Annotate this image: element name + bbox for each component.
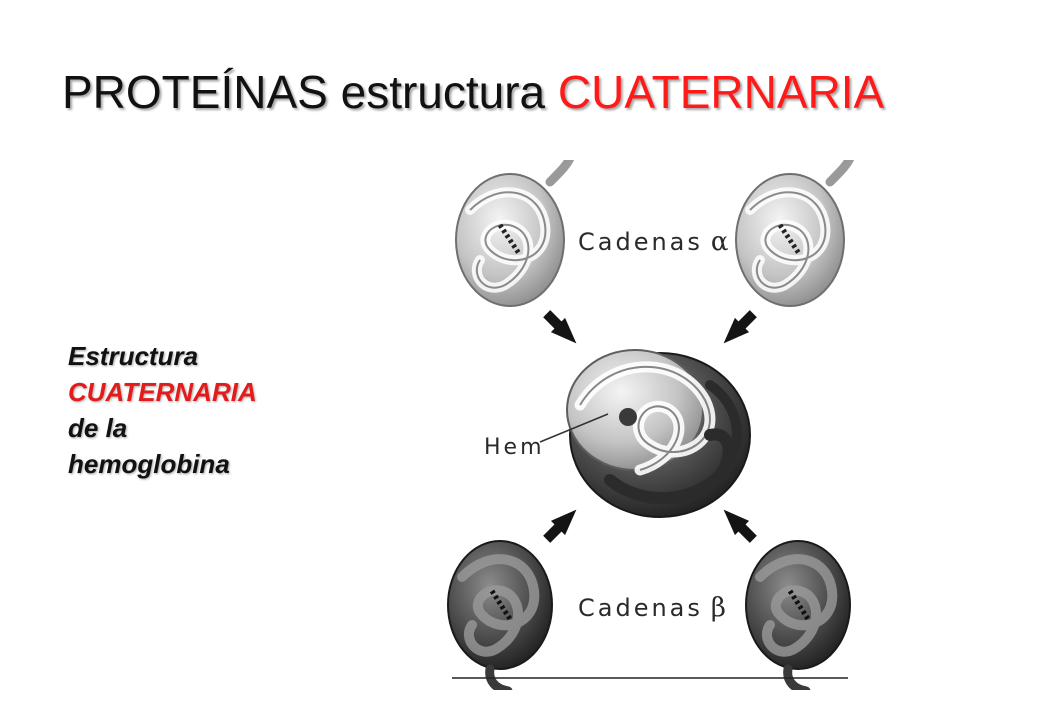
side-label-line-2: CUATERNARIA xyxy=(68,377,257,407)
alpha-chain-right xyxy=(735,160,855,307)
beta-chain-left xyxy=(447,540,553,690)
beta-symbol: β xyxy=(710,593,726,623)
alpha-chain-left xyxy=(455,160,575,307)
slide-title: PROTEÍNAS estructura CUATERNARIA xyxy=(62,62,884,122)
side-label-line-1: Estructura xyxy=(68,341,199,371)
hemoglobin-tetramer xyxy=(566,349,751,518)
hemoglobin-diagram xyxy=(447,160,855,690)
side-label-line-4: hemoglobina xyxy=(68,449,230,479)
side-label: Estructura CUATERNARIA de la hemoglobina xyxy=(68,338,257,482)
side-label-line-3: de la xyxy=(68,413,128,443)
hem-pointer-line xyxy=(539,413,609,443)
arrow-bottom-left xyxy=(539,502,584,547)
arrow-top-right xyxy=(716,306,761,351)
alpha-chains-text: Cadenas xyxy=(578,228,703,256)
alpha-symbol: α xyxy=(710,227,729,257)
beta-chains-text: Cadenas xyxy=(578,594,703,622)
arrow-top-left xyxy=(539,306,584,351)
hem-label: Hem xyxy=(484,435,545,460)
arrow-bottom-right xyxy=(716,502,761,547)
slide-title-accent: CUATERNARIA xyxy=(557,66,885,118)
slide-title-main: PROTEÍNAS estructura xyxy=(62,66,558,118)
beta-chain-right xyxy=(745,540,851,690)
